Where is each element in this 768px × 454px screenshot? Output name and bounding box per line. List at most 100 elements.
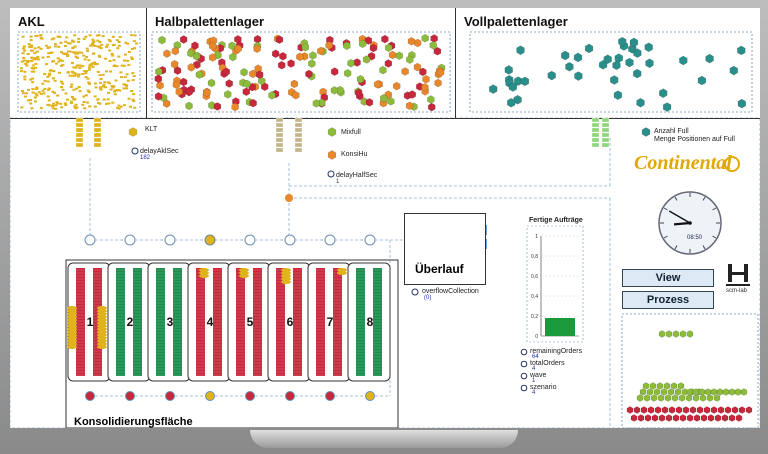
finished-pallet-red: [661, 406, 669, 414]
akl-output-stack: [93, 132, 102, 138]
half-pallet-item: [379, 65, 387, 75]
lane-bin: [93, 268, 102, 376]
akl-item: [20, 67, 23, 70]
akl-item: [31, 91, 35, 94]
akl-output-stack: [75, 142, 84, 148]
akl-item: [52, 37, 56, 40]
half-pallet-item: [356, 74, 365, 84]
akl-item: [23, 95, 27, 98]
lane-klt-stack: [97, 345, 107, 349]
lane-entry-node: [324, 234, 336, 246]
lane-klt-stack: [97, 318, 107, 322]
akl-item: [26, 53, 30, 55]
continental-logo: Continental: [634, 152, 732, 174]
half-pallet-item: [224, 90, 232, 99]
full-pallet-item: [520, 76, 530, 87]
akl-item: [51, 107, 55, 110]
clock-tick: [674, 245, 678, 250]
lane-bin: [213, 268, 222, 376]
akl-item: [21, 52, 25, 55]
akl-item: [120, 64, 124, 67]
akl-item: [98, 74, 102, 77]
half-pallet-item: [170, 59, 179, 69]
akl-item: [42, 92, 46, 95]
finished-pallet: [643, 394, 651, 402]
overflow-slot: [485, 225, 487, 235]
akl-item: [52, 60, 55, 63]
finished-pallet: [636, 394, 644, 402]
half-pallet-item: [427, 95, 435, 104]
akl-item: [110, 52, 114, 55]
full-output-stack: [591, 132, 600, 138]
akl-item: [61, 63, 65, 66]
half-pallet-item: [401, 67, 409, 76]
akl-item: [112, 85, 116, 88]
lane-exit-node: [285, 391, 295, 401]
akl-item: [35, 86, 39, 89]
half-pallet-item: [154, 92, 163, 101]
full-pallet-item: [636, 98, 645, 108]
akl-item: [113, 93, 117, 96]
akl-item: [60, 106, 64, 109]
param-delay-akl: delayAklSec: [140, 148, 179, 155]
akl-item: [64, 104, 68, 106]
akl-item: [76, 52, 80, 55]
akl-item: [123, 59, 126, 62]
akl-item: [37, 91, 41, 94]
akl-item: [91, 38, 95, 41]
finished-pallet: [660, 388, 668, 396]
akl-item: [87, 66, 91, 69]
process-button[interactable]: Prozess: [622, 291, 714, 309]
half-pallet-item: [405, 101, 414, 111]
akl-item: [91, 41, 95, 44]
full-output-stack: [591, 122, 600, 128]
finished-pallet-red: [658, 414, 666, 422]
finished-pallet: [706, 394, 714, 402]
finished-pallet: [671, 394, 679, 402]
akl-item: [34, 92, 38, 95]
akl-item: [100, 43, 104, 46]
akl-item: [61, 88, 65, 91]
half-pallet-item: [187, 63, 195, 72]
overflow-title: Überlauf: [415, 262, 464, 276]
akl-item: [101, 85, 105, 88]
lane-klt-stack: [97, 321, 107, 325]
finished-pallet: [653, 388, 661, 396]
akl-item: [71, 47, 75, 50]
akl-item: [126, 59, 130, 62]
half-pallet-item: [369, 43, 378, 53]
half-pallet-item: [317, 46, 325, 56]
akl-item: [85, 55, 89, 58]
half-pallet-item: [388, 50, 397, 60]
half-pallet-item: [434, 78, 442, 88]
akl-item: [63, 102, 67, 105]
view-button[interactable]: View: [622, 269, 714, 287]
clock-minute-hand: [668, 210, 691, 224]
akl-item: [98, 87, 102, 90]
akl-item: [34, 35, 38, 38]
half-pallet-item: [163, 49, 171, 58]
akl-item: [47, 88, 50, 91]
akl-item: [27, 88, 30, 91]
full-pallet-item: [662, 102, 672, 112]
half-output-stack: [294, 132, 303, 138]
akl-item: [105, 102, 109, 105]
param-delay-half-value: 1: [336, 179, 340, 185]
full-pallet-item: [614, 53, 623, 63]
half-pallet-item: [406, 55, 414, 64]
akl-item: [35, 50, 39, 53]
akl-item: [30, 67, 34, 70]
finished-pallet-red: [696, 406, 704, 414]
full-pallet-item: [644, 42, 653, 53]
half-pallet-item: [243, 79, 251, 89]
akl-item: [70, 70, 74, 73]
akl-item: [105, 45, 108, 48]
akl-item: [70, 96, 74, 98]
lane-bin: [316, 268, 325, 376]
finished-pallet: [677, 382, 685, 390]
akl-item: [54, 107, 58, 110]
half-pallet-item: [308, 59, 316, 68]
akl-item: [133, 34, 137, 37]
akl-item: [31, 49, 35, 52]
clock-tick: [712, 207, 717, 211]
